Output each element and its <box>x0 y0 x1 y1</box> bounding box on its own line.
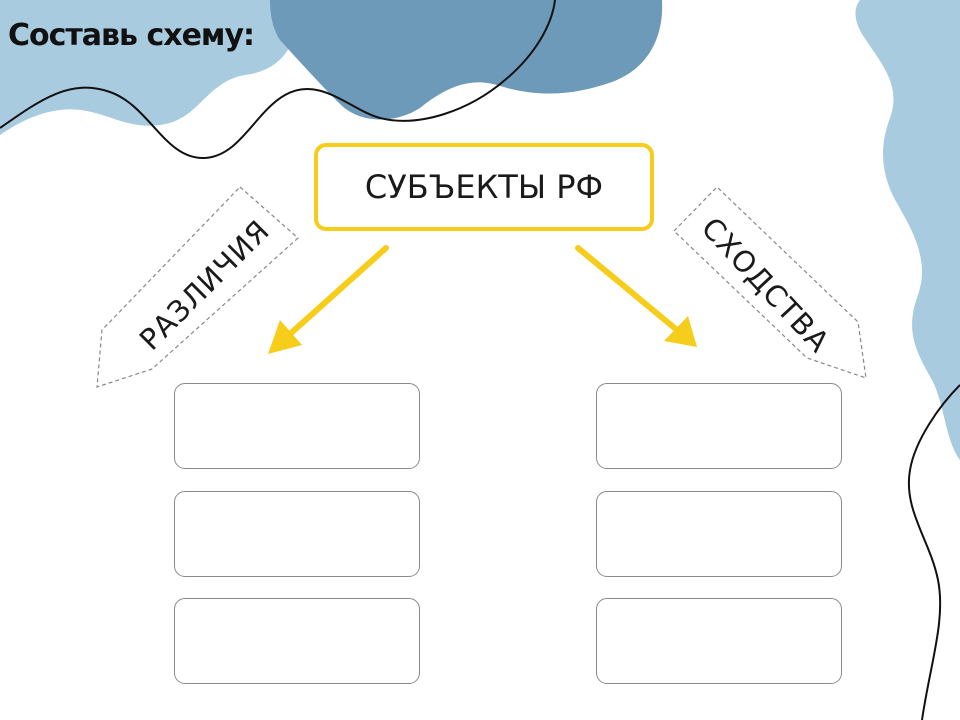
blob-top-left <box>0 0 300 135</box>
differences-label-frame <box>96 186 299 388</box>
blob-top-center <box>270 0 663 120</box>
similarities-box-2[interactable] <box>596 491 842 577</box>
arrow-to-differences <box>268 245 389 354</box>
differences-box-3[interactable] <box>174 598 420 684</box>
similarities-box-3[interactable] <box>596 598 842 684</box>
similarities-label-frame <box>673 186 867 379</box>
blob-right <box>855 0 960 460</box>
similarities-box-1[interactable] <box>596 383 842 469</box>
page-title: Составь схему: <box>8 18 255 53</box>
central-node-label: СУБЪЕКТЫ РФ <box>364 168 604 206</box>
wave-line-top <box>0 0 556 160</box>
differences-box-2[interactable] <box>174 491 420 577</box>
central-node: СУБЪЕКТЫ РФ <box>314 143 654 231</box>
wave-line-right <box>907 384 960 720</box>
arrow-to-similarities <box>575 245 697 347</box>
differences-box-1[interactable] <box>174 383 420 469</box>
